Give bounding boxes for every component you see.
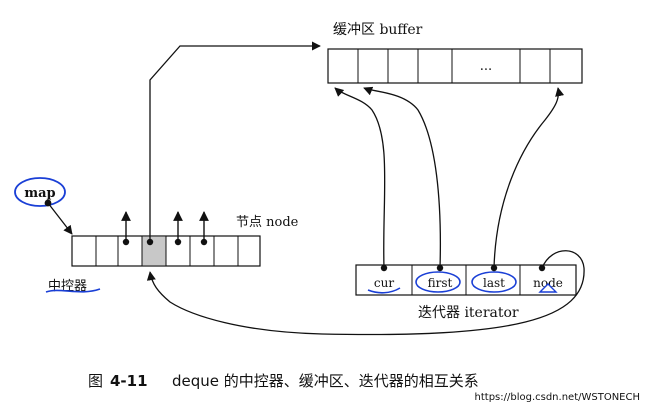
buffer-ellipsis: ... — [480, 59, 492, 74]
first-to-buffer-arrow — [363, 86, 441, 269]
map-label: map — [24, 186, 55, 201]
iterator: cur first last node 迭代器 iterator — [146, 86, 585, 336]
last-to-buffer-arrow — [493, 87, 565, 269]
iterator-label: 迭代器 iterator — [418, 305, 519, 321]
controller-current-slot — [141, 235, 167, 267]
figure-caption: 图 4-11 deque 的中控器、缓冲区、迭代器的相互关系 — [88, 372, 479, 390]
caption-number: 4-11 — [110, 372, 148, 390]
iterator-field-node: node — [533, 276, 563, 290]
buffer-label: 缓冲区 buffer — [333, 22, 423, 38]
caption-prefix: 图 — [88, 372, 103, 390]
handwritten-underline — [367, 287, 401, 294]
handwritten-mark — [538, 283, 558, 293]
buffer-box — [327, 48, 583, 84]
handwritten-circle — [415, 271, 461, 293]
watermark: https://blog.csdn.net/WSTONECH — [475, 392, 640, 403]
handwritten-circle — [14, 177, 66, 207]
iterator-field-first: first — [428, 276, 453, 290]
handwritten-underline — [45, 288, 101, 293]
node-to-buffer-arrow — [149, 41, 321, 242]
map-to-controller-arrow — [47, 202, 73, 235]
cur-to-buffer-arrow — [334, 87, 386, 269]
iterator-field-cur: cur — [374, 276, 394, 290]
node-to-controller-arrow — [146, 250, 585, 336]
caption-text: deque 的中控器、缓冲区、迭代器的相互关系 — [172, 372, 479, 390]
node-label: 节点 node — [236, 215, 299, 230]
map-pointer: map — [14, 177, 73, 235]
iterator-field-last: last — [483, 276, 505, 290]
buffer: ... 缓冲区 buffer — [327, 22, 583, 84]
handwritten-circle — [471, 271, 517, 293]
map-controller: 节点 node 中控器 — [45, 41, 321, 294]
